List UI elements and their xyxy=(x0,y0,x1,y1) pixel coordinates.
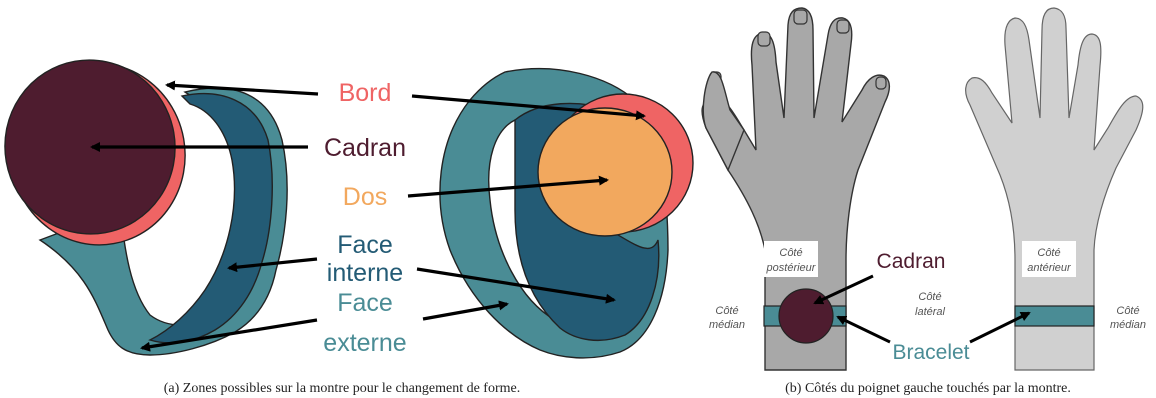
label-median-right-line1: Côté xyxy=(1116,305,1139,317)
label-posterieur-line2: postérieur xyxy=(766,262,817,274)
nail-back-2 xyxy=(793,9,808,25)
anterior-label-box xyxy=(1022,241,1076,277)
arrow-face-interne-right xyxy=(416,267,616,304)
nail-back-3 xyxy=(836,19,850,34)
band-palm xyxy=(1014,305,1095,327)
label-lateral-line1: Côté xyxy=(918,291,941,303)
arrow-bord-right xyxy=(411,94,646,121)
label-b-cadran: Cadran xyxy=(877,250,946,273)
right-watch-back xyxy=(537,107,673,237)
label-anterieur-line1: Côté xyxy=(1037,247,1060,259)
label-median-right-line2: médian xyxy=(1110,319,1146,331)
label-bord: Bord xyxy=(339,79,392,107)
label-lateral-line2: latéral xyxy=(915,306,946,318)
nail-back-4 xyxy=(875,76,887,90)
arrow-b-bracelet-right xyxy=(969,311,1031,344)
arrows-b xyxy=(813,274,1031,344)
label-face-interne-line2: interne xyxy=(327,259,403,287)
label-posterieur-line1: Côté xyxy=(779,247,802,259)
label-face-externe-line2: externe xyxy=(323,329,406,357)
arrow-dos xyxy=(407,175,609,198)
hand-back xyxy=(701,7,891,371)
label-face-externe-line1: Face xyxy=(337,289,393,317)
hand-palm-silhouette xyxy=(965,7,1144,371)
posterior-label-box xyxy=(764,241,818,277)
arrow-bord-left xyxy=(165,80,319,96)
arrow-b-cadran xyxy=(813,274,874,305)
arrow-face-interne-left xyxy=(227,257,318,273)
label-median-left-line2: médian xyxy=(709,319,745,331)
thumb-back xyxy=(702,71,745,172)
label-bracelet: Bracelet xyxy=(892,341,969,364)
arrow-face-externe-right xyxy=(422,300,509,321)
label-face-interne-line1: Face xyxy=(337,231,393,259)
label-cadran: Cadran xyxy=(324,134,406,162)
label-anterieur-line2: antérieur xyxy=(1027,262,1072,274)
caption-a: (a) Zones possibles sur la montre pour l… xyxy=(164,381,521,396)
arrows-a xyxy=(90,80,646,352)
watch-left xyxy=(4,59,288,356)
label-median-left-line1: Côté xyxy=(715,305,738,317)
arrow-b-bracelet-left xyxy=(836,315,891,344)
label-dos: Dos xyxy=(343,183,387,211)
watch-right xyxy=(439,67,694,359)
nail-back-1 xyxy=(757,31,771,47)
arrow-face-externe-left xyxy=(140,318,318,352)
caption-b: (b) Côtés du poignet gauche touchés par … xyxy=(785,381,1071,396)
hand-palm xyxy=(965,7,1144,371)
